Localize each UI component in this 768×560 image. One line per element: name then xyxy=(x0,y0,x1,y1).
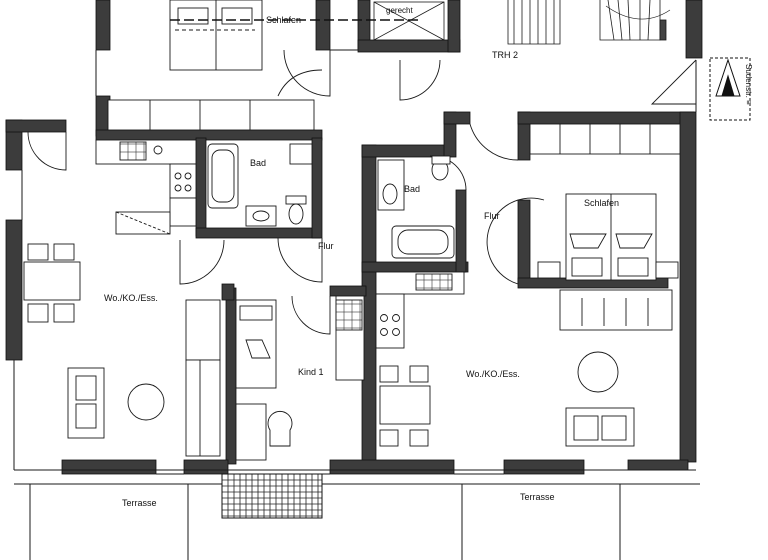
kind-room-furniture xyxy=(235,295,365,461)
label-flur-left: Flur xyxy=(318,241,334,251)
direction-marker xyxy=(709,57,751,121)
kitchen-counter-left xyxy=(95,139,197,235)
label-side-note: Sudenstr. ≡ xyxy=(744,64,753,105)
label-schlafen-right: Schlafen xyxy=(584,198,619,208)
bath-right-fixtures xyxy=(377,155,455,259)
label-trh: TRH 2 xyxy=(492,50,518,60)
round-table-right xyxy=(577,351,619,393)
label-bad-right: Bad xyxy=(404,184,420,194)
dining-set-left xyxy=(23,243,81,323)
label-wo-left: Wo./KO./Ess. xyxy=(104,293,158,303)
label-terrasse-right: Terrasse xyxy=(520,492,555,502)
round-table-left xyxy=(127,383,165,421)
label-schlafen-top: Schlafen xyxy=(266,15,301,25)
terrace-grate xyxy=(221,473,323,519)
sofa-right xyxy=(559,289,673,447)
double-bed-right xyxy=(529,123,681,281)
label-bad-left: Bad xyxy=(250,158,266,168)
double-bed-top xyxy=(107,0,315,131)
label-kind: Kind 1 xyxy=(298,367,324,377)
label-terrasse-left: Terrasse xyxy=(122,498,157,508)
dining-set-right xyxy=(379,365,431,447)
door-swings xyxy=(27,49,697,335)
sofa-left xyxy=(67,299,221,457)
kitchen-counter-right xyxy=(375,271,465,349)
label-wo-right: Wo./KO./Ess. xyxy=(466,369,520,379)
label-flur-right: Flur xyxy=(484,211,500,221)
gerecht-room-symbol xyxy=(373,1,445,41)
bath-left-fixtures xyxy=(207,143,313,227)
label-gerecht: gerecht xyxy=(386,6,413,15)
staircase xyxy=(507,0,671,45)
